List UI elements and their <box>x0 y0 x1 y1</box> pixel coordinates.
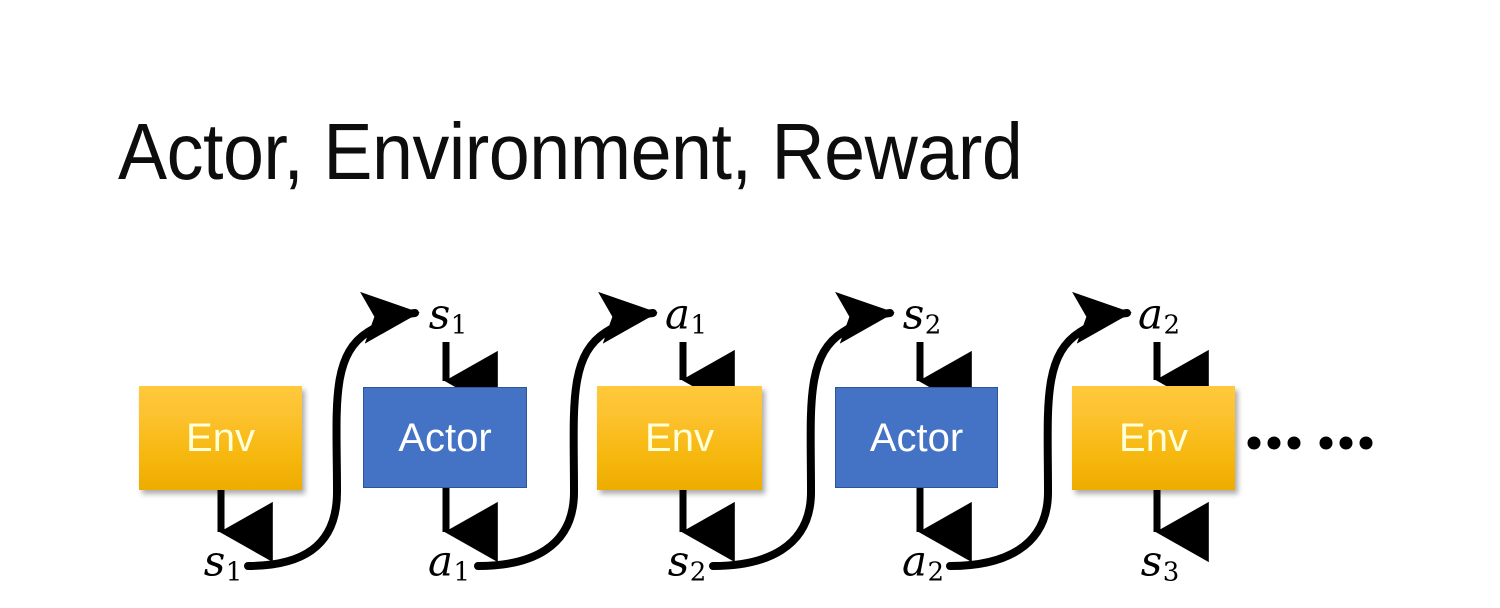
down-arrows-into-boxes <box>442 342 1209 412</box>
ellipsis-dot <box>1247 436 1261 450</box>
node-actor-2-label: Actor <box>869 415 964 460</box>
node-env-2-label: Env <box>645 416 714 460</box>
label-top-state-2-sub: 2 <box>924 310 942 341</box>
page-title: Actor, Environment, Reward <box>118 107 1023 196</box>
node-actor-2[interactable]: Actor <box>835 387 998 488</box>
label-bottom-action-1: a1 <box>428 540 471 588</box>
label-top-action-1-sub: 1 <box>690 310 708 341</box>
label-bottom-state-2-base: s <box>667 536 690 586</box>
label-bottom-state-3-sub: 3 <box>1162 557 1180 588</box>
label-bottom-state-1: s1 <box>204 540 243 588</box>
node-env-2[interactable]: Env <box>597 386 762 490</box>
label-bottom-state-3: s3 <box>1141 540 1180 588</box>
node-env-3-label: Env <box>1119 416 1188 460</box>
label-bottom-state-2: s2 <box>668 540 707 588</box>
node-env-3[interactable]: Env <box>1072 386 1235 490</box>
node-actor-1[interactable]: Actor <box>363 387 527 488</box>
label-bottom-action-2: a2 <box>902 540 945 588</box>
ellipsis-dot <box>1267 436 1281 450</box>
label-top-action-2: a2 <box>1138 293 1181 341</box>
label-top-action-1: a1 <box>665 293 708 341</box>
ellipsis-dot <box>1339 436 1353 450</box>
label-bottom-state-1-base: s <box>203 536 226 586</box>
ellipsis-dot <box>1319 436 1333 450</box>
label-top-state-2: s2 <box>903 293 942 341</box>
label-top-state-1-base: s <box>428 289 451 339</box>
ellipsis-dot <box>1287 436 1301 450</box>
node-actor-1-label: Actor <box>398 415 492 460</box>
label-bottom-action-1-sub: 1 <box>453 557 471 588</box>
label-top-action-1-base: a <box>664 289 690 339</box>
label-top-state-1-sub: 1 <box>450 310 468 341</box>
label-bottom-action-2-base: a <box>901 536 927 586</box>
node-env-1[interactable]: Env <box>139 386 302 490</box>
ellipsis-dot <box>1359 436 1373 450</box>
label-top-state-2-base: s <box>902 289 925 339</box>
node-env-1-label: Env <box>186 416 255 460</box>
down-arrows-out-of-boxes <box>217 488 1209 563</box>
label-bottom-action-2-sub: 2 <box>927 557 945 588</box>
label-top-action-2-base: a <box>1137 289 1163 339</box>
label-top-state-1: s1 <box>429 293 468 341</box>
label-bottom-action-1-base: a <box>427 536 453 586</box>
ellipsis-icon <box>1247 436 1373 450</box>
label-bottom-state-3-base: s <box>1140 536 1163 586</box>
ellipsis-gap <box>1308 443 1313 444</box>
label-bottom-state-2-sub: 2 <box>689 557 707 588</box>
label-bottom-state-1-sub: 1 <box>225 557 243 588</box>
label-top-action-2-sub: 2 <box>1163 310 1181 341</box>
